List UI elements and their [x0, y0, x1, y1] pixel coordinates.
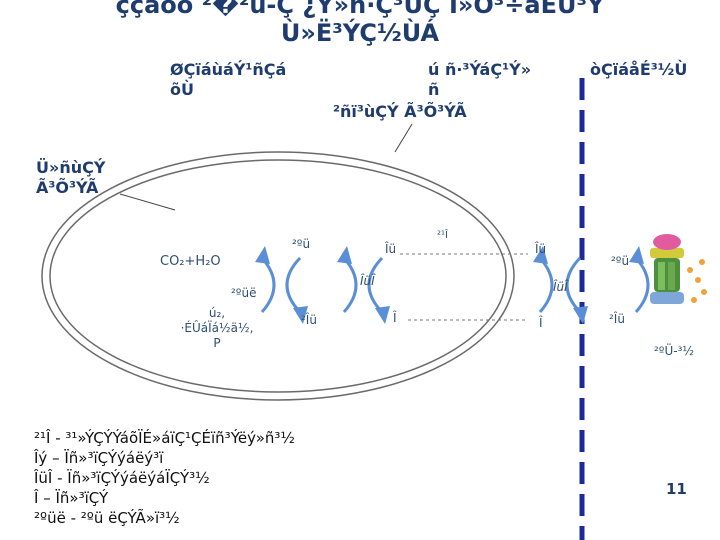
outer-membrane [42, 152, 514, 400]
co2-h2o-label: CO₂+H₂O [160, 254, 221, 269]
cp-top-label: Îü [385, 242, 396, 256]
ck-enzyme-right-label: ÎüÎ [553, 280, 568, 294]
outer-membrane-pointer [395, 124, 412, 152]
atpase-label: ²ºÜ-³½ [654, 344, 694, 358]
ck-enzyme-label: ÎüÎ [360, 274, 375, 288]
legend-item: ²¹Î - ³¹»ÝÇÝÝáõÏÉ»áïÇ¹ÇÉïñ³Ýëý»ñ³½ [34, 428, 295, 448]
legend-item: Î – Ïñ»³ïÇÝ [34, 488, 295, 508]
legend-item: ÎüÎ - Ïñ»³ïÇÝýáëýáÏÇÝ³½ [34, 468, 295, 488]
legend: ²¹Î - ³¹»ÝÇÝÝáõÏÉ»áïÇ¹ÇÉïñ³Ýëý»ñ³½ Îý – … [34, 428, 295, 528]
legend-item: Îý – Ïñ»³ïÇÝýáëý³ï [34, 448, 295, 468]
adp-label: ²ºü [292, 237, 310, 251]
atp-synthase-arrows [262, 258, 300, 312]
arrow-head-1 [255, 246, 270, 264]
inner-membrane-pointer [120, 194, 175, 210]
atp-synthase-label: ²ºüë [231, 286, 256, 300]
cp-bottom-label: Î [393, 311, 397, 325]
ck-label: ²¹Î [437, 230, 448, 241]
myofibril-bundle-icon [650, 234, 707, 304]
substrates-label: ú₂, ·ÉÛáÏá½ä½, P [172, 306, 262, 351]
inner-membrane [50, 160, 506, 392]
legend-item: ²ºüë - ²ºü ëÇÝÃ»ï³½ [34, 508, 295, 528]
cp-right-bottom-label: Î [539, 316, 543, 330]
page-number: 11 [666, 480, 687, 498]
cp-right-top-label: Îü [535, 242, 546, 256]
two-cp-right-label: ²Îü [609, 312, 625, 326]
two-cp-label: ²Îü [301, 313, 317, 327]
atpase-arrows [636, 258, 648, 312]
adp-right-label: ²ºü [611, 254, 629, 268]
